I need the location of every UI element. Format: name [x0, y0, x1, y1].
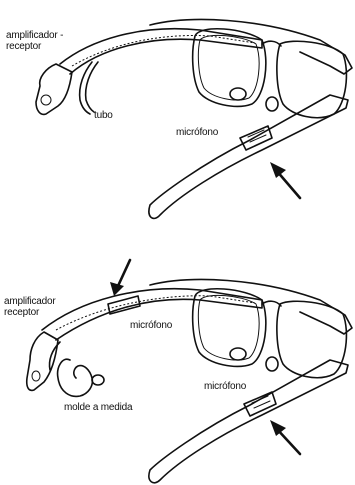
bottom-lens-right: [277, 301, 347, 377]
bottom-top-microphone-label: micrófono: [130, 320, 172, 331]
bottom-temple-microphone-label: micrófono: [204, 381, 246, 392]
top-amplifier-label-line1: amplificador -: [6, 30, 63, 41]
bottom-microphone-body: [244, 392, 276, 416]
bottom-arrow-top-shaft: [118, 260, 130, 286]
top-amplifier-button: [41, 95, 51, 105]
top-glasses: [36, 20, 352, 219]
bottom-glasses: [27, 260, 352, 483]
bottom-amplifier-housing: [27, 332, 58, 390]
top-nose-pad-left: [230, 88, 246, 100]
top-temple-lower: [149, 95, 348, 218]
bottom-amplifier-button: [32, 371, 40, 381]
bottom-amplifier-label: amplificador receptor: [4, 296, 56, 318]
top-nose-pad-right: [266, 97, 278, 111]
bottom-arrow-lower-head: [270, 420, 286, 436]
top-arrow-head: [270, 162, 286, 178]
top-bridge: [262, 41, 281, 46]
bottom-bridge: [262, 301, 281, 306]
bottom-nose-pad-left: [230, 348, 246, 360]
bottom-earmold: [58, 359, 93, 396]
bottom-earmold-ring: [92, 375, 104, 385]
top-amplifier-label: amplificador - receptor: [6, 30, 63, 52]
bottom-amplifier-label-line2: receptor: [4, 307, 56, 318]
top-temple-near: [60, 29, 262, 74]
bottom-nose-pad-right: [266, 357, 278, 371]
top-tube-label: tubo: [94, 110, 113, 121]
top-amplifier-housing: [36, 64, 72, 114]
earmold-label: molde a medida: [64, 402, 132, 413]
top-amplifier-label-line2: receptor: [6, 41, 63, 52]
bottom-amplifier-label-line1: amplificador: [4, 296, 56, 307]
top-microphone-label: micrófono: [176, 127, 218, 138]
